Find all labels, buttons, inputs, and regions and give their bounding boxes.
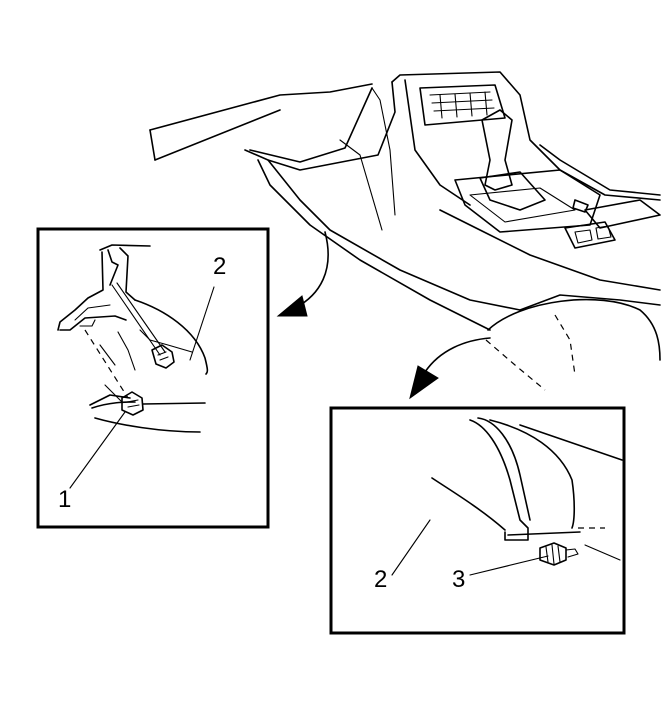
callout-left-panel: 2 xyxy=(213,253,226,280)
callout-right-panel: 2 xyxy=(374,566,387,593)
right-detail-inset xyxy=(329,406,626,635)
pointer-arrow-right xyxy=(409,337,491,400)
console-scene xyxy=(149,71,661,391)
left-detail-inset xyxy=(36,227,270,529)
pointer-arrow-left xyxy=(276,231,329,317)
callout-left-clip: 1 xyxy=(58,486,71,513)
callout-right-screw: 3 xyxy=(452,566,465,593)
